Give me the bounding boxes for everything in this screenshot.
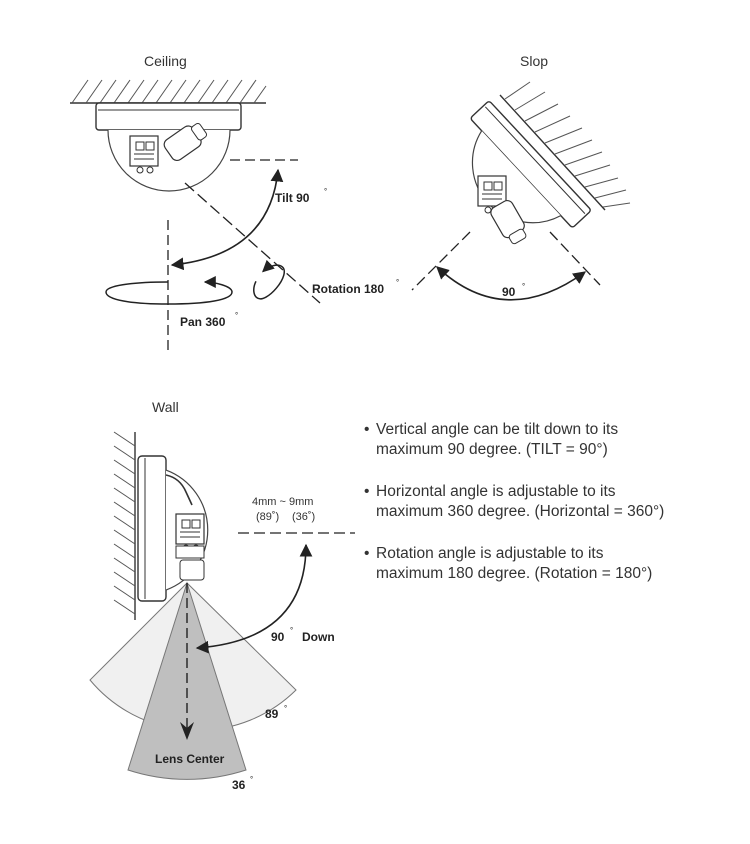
tilt-degree: ° [324,187,327,196]
tilt-label: Tilt 90 [275,191,310,205]
pan-degree: ° [235,311,238,320]
down-label: Down [302,630,335,644]
note-tilt: • Vertical angle can be tilt down to its… [364,420,736,460]
note-line: maximum 90 degree. (TILT = 90°) [376,441,608,458]
pan-ellipse-arrow [105,276,233,305]
slope-angle-label: 90 [502,285,516,299]
bullet: • [364,421,370,438]
down-angle-degree: ° [290,626,293,635]
note-rotation: • Rotation angle is adjustable to its ma… [364,544,736,584]
wall-mount-figure: Wall [89,399,355,792]
down-angle-arc [195,543,313,654]
bullet: • [364,483,370,500]
bullet: • [364,545,370,562]
wall-title: Wall [152,399,179,415]
ceiling-camera-module [129,122,208,174]
spec-notes: • Vertical angle can be tilt down to its… [364,420,736,606]
down-angle-label: 90 [271,630,285,644]
lens-center-label: Lens Center [155,752,225,766]
slope-surface [499,94,606,211]
rotation-degree: ° [396,278,399,287]
wide-angle-label: 89 [265,707,279,721]
slop-title: Slop [520,53,548,69]
wide-angle-degree: ° [284,704,287,713]
lens-center-arrowhead [180,722,194,740]
pan-label: Pan 360 [180,315,226,329]
ceiling-title: Ceiling [144,53,187,69]
ceiling-mount-figure: Ceiling Tilt 90 ° [70,53,399,355]
slope-angle-degree: ° [522,282,525,291]
note-line: maximum 360 degree. (Horizontal = 360°) [376,503,665,520]
note-line: Vertical angle can be tilt down to its [376,421,619,438]
slope-left-guide [411,231,471,291]
slope-angle-arc [436,266,587,301]
narrow-angle-label: 36 [232,778,246,792]
note-horizontal: • Horizontal angle is adjustable to its … [364,482,736,522]
rotation-ellipse-arrow [253,259,285,300]
wall-hatch [113,431,136,615]
ceiling-hatch [71,79,267,104]
wall-base-plate [137,455,167,602]
slope-camera-module [477,175,527,245]
note-line: Horizontal angle is adjustable to its [376,483,616,500]
slope-mount-figure: Slop 90 ° [411,53,631,301]
slope-hatch [504,81,631,208]
ceiling-base-plate [95,102,242,131]
wall-camera-module [175,513,205,581]
lens-range-label: 4mm ~ 9mm [252,496,313,508]
angle-9mm-label: (36˚) [292,511,315,523]
rotation-label: Rotation 180 [312,282,384,296]
note-line: maximum 180 degree. (Rotation = 180°) [376,565,653,582]
note-line: Rotation angle is adjustable to its [376,545,604,562]
tilt-arc [170,168,284,271]
wall-cable [165,474,193,506]
slope-right-guide [549,231,601,286]
angle-4mm-label: (89˚) [256,511,279,523]
narrow-angle-degree: ° [250,775,253,784]
